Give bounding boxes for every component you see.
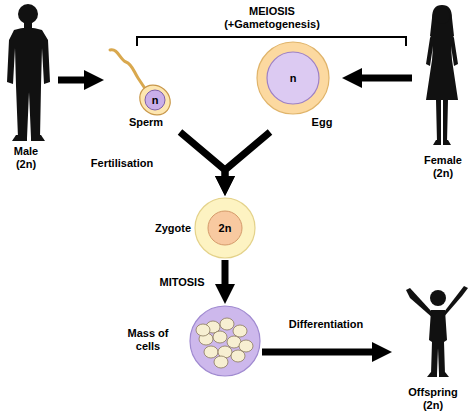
egg-cell xyxy=(257,42,329,114)
node-label: Zygote xyxy=(150,222,196,235)
person-silhouette: Female(2n) xyxy=(412,0,474,182)
person-head xyxy=(434,8,450,24)
arrow-connector xyxy=(354,75,412,82)
cell xyxy=(204,346,218,358)
sperm-cell: nSperm xyxy=(104,46,184,132)
cell xyxy=(220,318,234,330)
person-foot xyxy=(427,372,437,377)
connector-label: Differentiation xyxy=(276,318,376,331)
connector-label: MITOSIS xyxy=(150,276,214,289)
person-foot xyxy=(433,140,441,145)
person-silhouette: Male(2n) xyxy=(0,0,58,176)
node-label: Male xyxy=(0,145,52,158)
arrow-connector xyxy=(180,132,225,184)
person-arm xyxy=(442,286,468,319)
person-foot xyxy=(443,140,451,145)
cell xyxy=(213,331,227,343)
zygote-cell xyxy=(195,198,255,258)
node-label: (2n) xyxy=(392,399,474,412)
person-head xyxy=(430,290,446,306)
nucleus xyxy=(145,90,165,110)
nucleus xyxy=(267,52,319,104)
sperm-head xyxy=(134,79,177,121)
connector-label: Fertilisation xyxy=(82,157,162,170)
arrow-connector xyxy=(225,132,270,184)
cell xyxy=(214,356,228,368)
node-label: n xyxy=(283,70,303,86)
egg-cell: nEgg xyxy=(252,38,342,132)
nucleus xyxy=(208,211,242,245)
node-label: Sperm xyxy=(118,116,174,129)
arrow-connector xyxy=(222,260,229,292)
person-body xyxy=(7,28,50,139)
person-foot xyxy=(439,372,449,377)
person-foot xyxy=(12,135,27,141)
person-body xyxy=(429,310,447,374)
node-label: n xyxy=(145,92,165,108)
cell xyxy=(233,325,247,337)
cell xyxy=(231,350,245,362)
person-arm xyxy=(406,288,434,319)
node-label: Mass of cells xyxy=(120,327,176,353)
person-body xyxy=(426,28,458,142)
node-label: (2n) xyxy=(412,167,474,180)
arrow-connector xyxy=(58,77,92,84)
bracket xyxy=(137,37,406,46)
cell-mass xyxy=(190,306,260,376)
diagram-title: MEIOSIS (+Gametogenesis) xyxy=(212,5,332,31)
node-label: 2n xyxy=(213,220,237,236)
node-label: (2n) xyxy=(0,158,52,171)
person-foot xyxy=(31,135,45,141)
arrow-connector xyxy=(262,349,380,356)
sperm-tail xyxy=(110,50,146,90)
zygote-cell: Zygote 2n xyxy=(150,196,258,260)
cell xyxy=(196,324,210,336)
node-label: Egg xyxy=(304,116,340,129)
node-label: Female xyxy=(412,154,474,167)
node-label: Offspring xyxy=(392,386,474,399)
cell-mass: Mass of cells xyxy=(118,304,262,378)
person-silhouette: Offspring(2n) xyxy=(392,282,474,412)
